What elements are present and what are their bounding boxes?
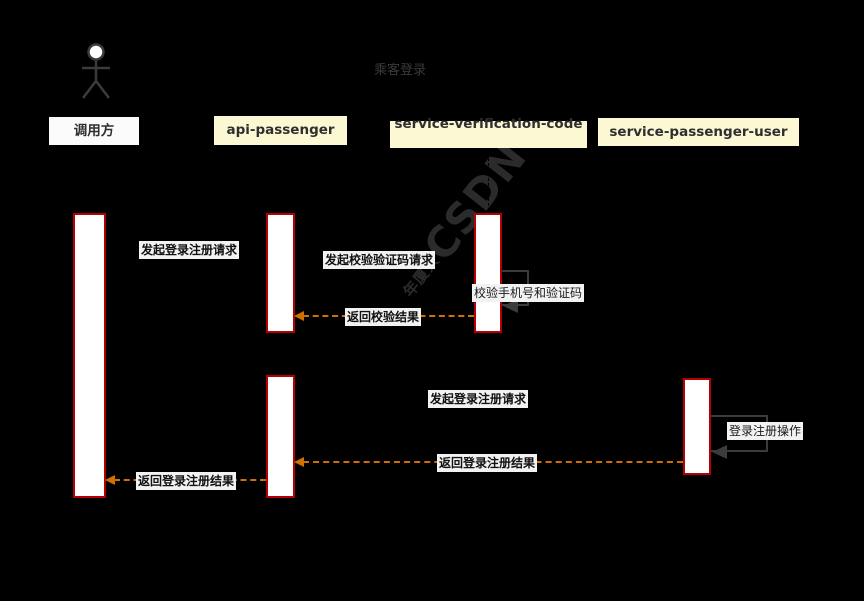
message-label-m5: 发起登录注册请求 <box>428 390 529 408</box>
participant-service-verification-code[interactable]: service-verification-code <box>390 116 587 148</box>
message-label-m4: 返回校验结果 <box>345 308 422 326</box>
message-arrow-return-api-to-caller <box>105 475 115 485</box>
self-message-arrow-verify <box>503 299 518 313</box>
message-label-m3: 校验手机号和验证码 <box>472 284 585 302</box>
participant-caller-label: 调用方 <box>73 122 115 139</box>
participant-service-passenger-user[interactable]: service-passenger-user <box>598 118 799 146</box>
message-label-m1: 发起登录注册请求 <box>139 241 240 259</box>
message-label-m6: 登录注册操作 <box>727 422 804 440</box>
activation-caller <box>73 213 106 498</box>
participant-api-passenger-label: api-passenger <box>226 122 335 138</box>
message-label-m8: 返回登录注册结果 <box>136 472 237 490</box>
participant-caller[interactable]: 调用方 <box>49 117 139 145</box>
message-arrow-return-user-to-api <box>294 457 304 467</box>
participant-service-passenger-user-label: service-passenger-user <box>609 123 788 140</box>
actor-icon <box>76 42 116 102</box>
activation-user <box>683 378 711 475</box>
message-label-m7: 返回登录注册结果 <box>437 454 538 472</box>
message-arrow-return-verify-to-api <box>294 311 304 321</box>
participant-api-passenger[interactable]: api-passenger <box>214 116 347 145</box>
activation-api-2 <box>266 375 295 498</box>
message-label-m2: 发起校验验证码请求 <box>323 251 436 269</box>
activation-verify <box>474 213 502 333</box>
diagram-title: 乘客登录 <box>374 63 427 78</box>
activation-api-1 <box>266 213 295 333</box>
participant-service-verification-code-label: service-verification-code <box>394 116 583 132</box>
self-message-arrow-user <box>712 445 727 459</box>
lifeline-user <box>697 145 698 510</box>
